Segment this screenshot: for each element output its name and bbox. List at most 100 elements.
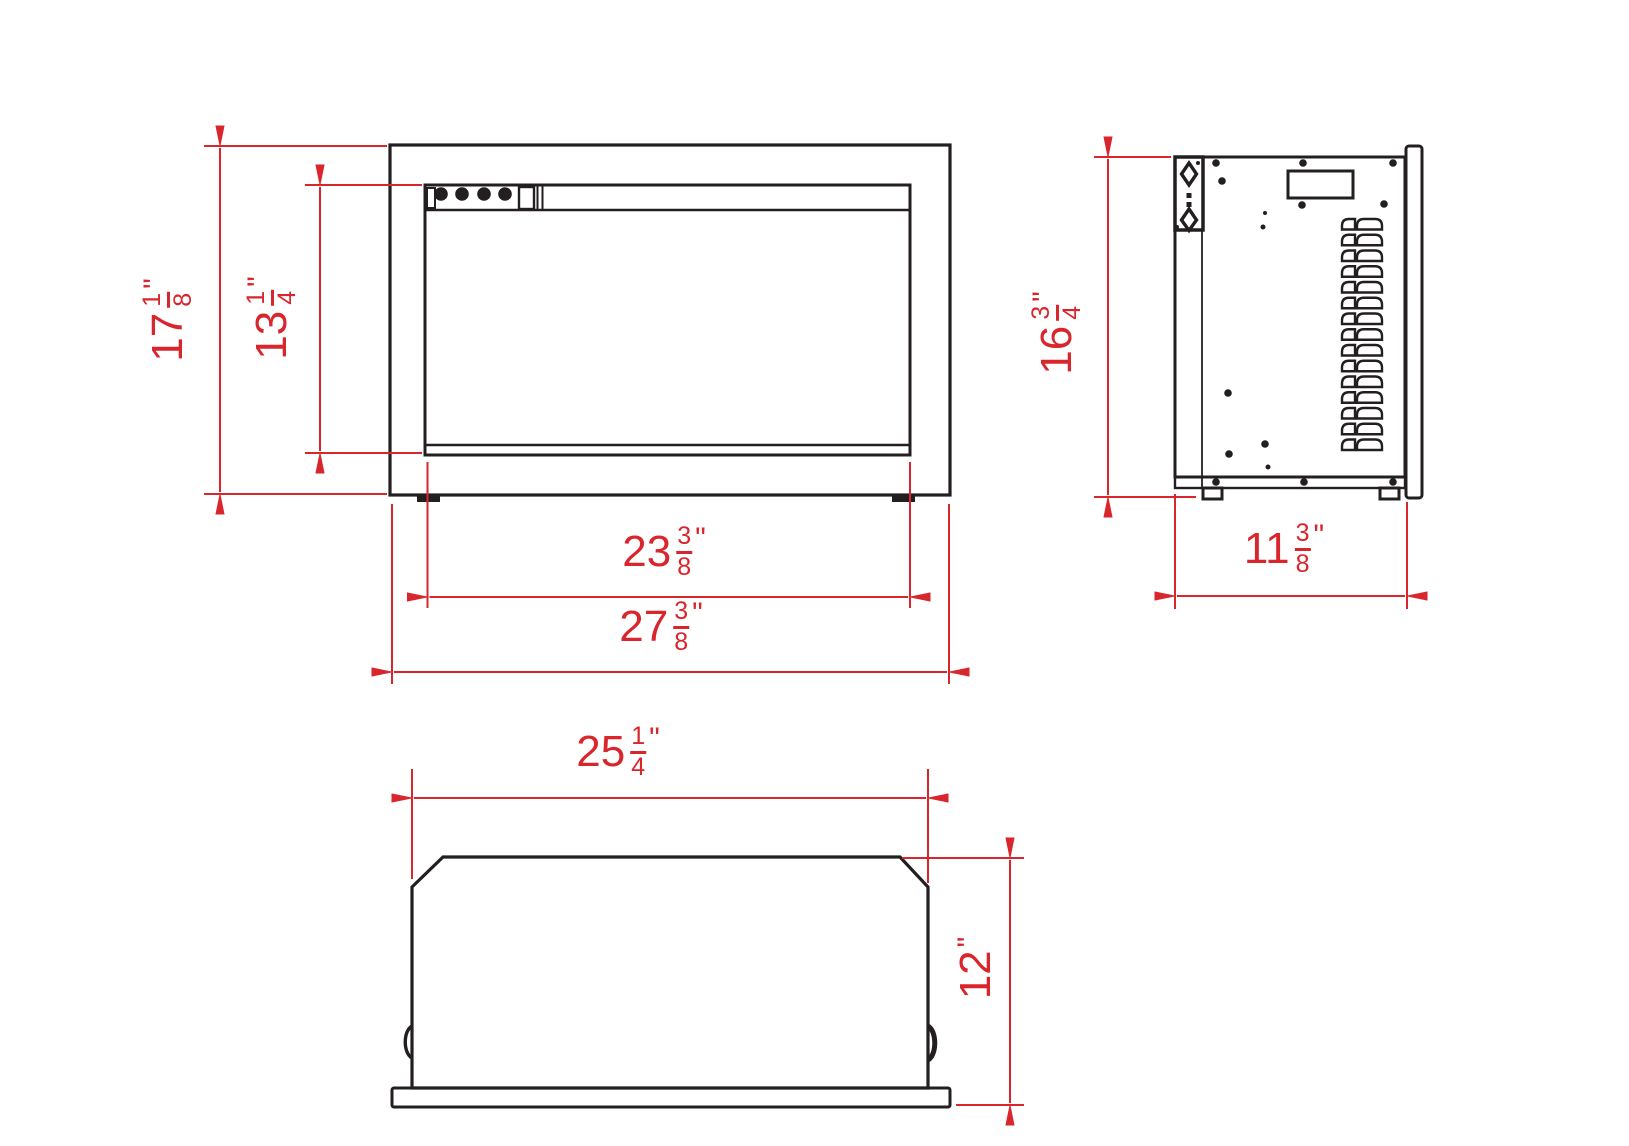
louver-slat <box>1355 249 1384 263</box>
louver-slat <box>1355 328 1384 341</box>
screw-dot <box>1389 478 1397 486</box>
inch-mark: " <box>695 522 706 555</box>
top-view <box>390 855 952 1109</box>
top-right-bump <box>926 1023 938 1063</box>
louver-slat <box>1340 249 1357 263</box>
front-foot-right <box>892 495 915 502</box>
inch-mark: " <box>952 936 985 948</box>
louver-slat <box>1340 406 1357 420</box>
inch-mark: " <box>1027 291 1060 302</box>
front-control-knobs <box>434 187 512 201</box>
louver-slat <box>1355 375 1384 389</box>
louver-slat <box>1340 312 1357 326</box>
front-outer-frame <box>388 143 952 497</box>
louver-slat <box>1340 296 1357 310</box>
dim-label-front-overall-width: 27 3 8 " <box>619 597 703 656</box>
louver-slat <box>1340 280 1357 294</box>
louver-slat <box>1355 280 1384 294</box>
louver-slat <box>1355 343 1384 357</box>
screw-dot <box>1300 478 1308 486</box>
louver-slat <box>1340 233 1357 247</box>
screw-dot <box>1175 225 1179 229</box>
dim-value: 27 <box>619 602 669 651</box>
dim-label-side-overall-depth: 11 3 8 " <box>1243 519 1325 578</box>
front-control-bar-endcap <box>426 187 436 209</box>
dim-value: 16 <box>1032 325 1081 375</box>
screw-dot <box>1212 478 1220 486</box>
louver-slat <box>1340 422 1357 436</box>
dim-value: 23 <box>622 527 672 576</box>
side-screw-dots <box>1175 159 1397 486</box>
side-dimensions <box>1094 136 1428 609</box>
inch-mark: " <box>649 722 660 755</box>
dim-fraction: 3 8 <box>1294 519 1311 578</box>
screw-dot <box>1263 211 1267 215</box>
dim-fraction: 3 8 <box>676 522 693 581</box>
louver-slat <box>1355 422 1384 436</box>
dim-label-front-overall-height: 17 1 8 " <box>138 278 197 362</box>
louver-slat <box>1340 343 1357 357</box>
screw-dot <box>1298 201 1306 209</box>
top-dimensions <box>391 769 1024 1126</box>
dim-fraction: 3 4 <box>1027 304 1086 321</box>
screw-dot <box>1218 177 1226 185</box>
louver-slat <box>1355 265 1384 278</box>
screw-dot <box>1389 159 1397 167</box>
dim-label-top-overall-depth: 12 " <box>951 936 1000 1000</box>
side-edge-strip <box>1174 229 1203 489</box>
side-foot-left <box>1201 486 1224 501</box>
louver-slat <box>1355 359 1384 373</box>
dim-label-side-overall-height: 16 3 4 " <box>1027 291 1086 375</box>
louver-slat <box>1355 406 1384 420</box>
screw-dot <box>1265 464 1271 470</box>
screw-dot <box>1196 161 1200 165</box>
screw-dot <box>1380 200 1388 208</box>
dim-label-front-opening-width: 23 3 8 " <box>622 522 706 581</box>
side-front-flange <box>1404 144 1424 500</box>
louver-slat <box>1355 312 1384 326</box>
side-panel-diamond-top <box>1179 159 1199 189</box>
side-foot-right <box>1378 486 1401 501</box>
screw-dot <box>1261 440 1269 448</box>
inch-mark: " <box>1313 519 1325 552</box>
screw-dot <box>1224 389 1232 397</box>
dim-fraction: 1 4 <box>242 289 301 306</box>
dim-label-front-opening-height: 13 1 4 " <box>242 276 301 360</box>
side-panel-diamond-bottom <box>1179 205 1199 234</box>
front-dimensions <box>204 125 970 684</box>
louver-slat <box>1340 359 1357 373</box>
louver-slat <box>1340 391 1357 404</box>
louver-slat <box>1355 233 1384 247</box>
louver-slat <box>1340 375 1357 389</box>
side-panel-dot-2 <box>1186 202 1192 207</box>
control-knob <box>455 187 469 201</box>
screw-dot <box>1225 450 1233 458</box>
inch-mark: " <box>692 597 703 630</box>
front-control-switch <box>517 185 536 211</box>
control-knob <box>498 187 512 201</box>
control-knob <box>434 187 448 201</box>
louver-slat <box>1340 438 1357 452</box>
control-knob <box>477 187 491 201</box>
dim-fraction: 3 8 <box>673 597 690 656</box>
top-body-outline <box>410 855 930 1090</box>
inch-mark: " <box>138 278 171 289</box>
dim-fraction: 1 8 <box>138 291 197 308</box>
dim-fraction: 1 4 <box>630 722 647 781</box>
screw-dot <box>1299 159 1307 167</box>
louver-slat <box>1340 217 1357 231</box>
top-base-plate <box>390 1086 952 1109</box>
dim-value: 11 <box>1243 524 1290 573</box>
side-panel-dot-1 <box>1186 193 1192 198</box>
side-top-cutout <box>1286 169 1355 200</box>
front-view <box>388 143 952 502</box>
louver-slat <box>1355 391 1384 404</box>
top-left-bump <box>403 1024 414 1060</box>
louver-slat <box>1355 217 1384 231</box>
side-vent-louvers <box>1340 217 1384 452</box>
louver-slat <box>1355 438 1384 452</box>
louver-slat <box>1340 265 1357 278</box>
louver-slat <box>1355 296 1384 310</box>
dim-label-top-overall-width: 25 1 4 " <box>576 722 660 781</box>
